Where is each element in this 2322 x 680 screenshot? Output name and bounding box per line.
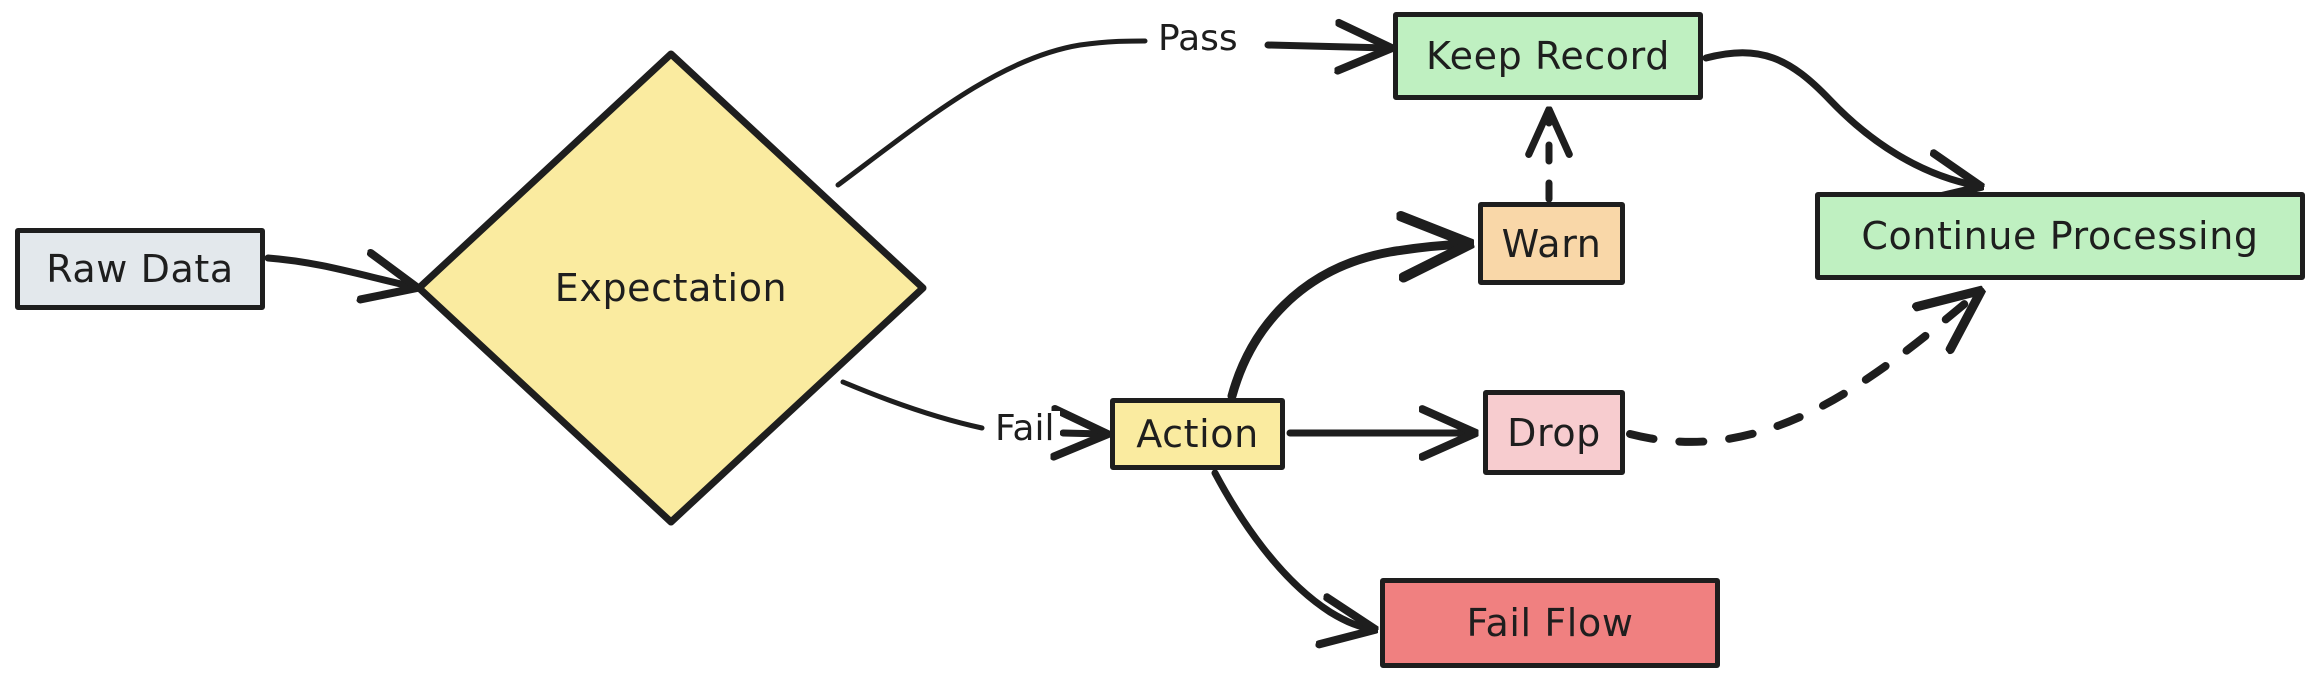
node-drop[interactable]: Drop [1483, 390, 1625, 475]
node-action-label: Action [1136, 412, 1259, 456]
diamond-shape-icon [415, 50, 927, 526]
node-warn[interactable]: Warn [1478, 202, 1625, 285]
edge-fail-to-action-segment [1063, 433, 1104, 434]
edge-raw-data-to-expectation [264, 258, 414, 287]
node-keep-record-label: Keep Record [1426, 34, 1670, 78]
node-expectation-label: Expectation [554, 266, 788, 310]
node-continue-processing[interactable]: Continue Processing [1815, 192, 2305, 280]
node-drop-label: Drop [1507, 410, 1601, 455]
node-warn-label: Warn [1501, 221, 1602, 266]
edge-action-to-fail-flow [1211, 469, 1372, 629]
node-raw-data-label: Raw Data [46, 247, 234, 291]
node-raw-data[interactable]: Raw Data [15, 228, 265, 310]
edge-action-to-warn [1227, 244, 1466, 401]
edge-pass-to-keep-record-segment [1264, 45, 1388, 48]
edge-label-fail: Fail [989, 411, 1061, 447]
edge-label-pass: Pass [1152, 21, 1244, 57]
node-continue-processing-label: Continue Processing [1861, 214, 2259, 258]
node-action[interactable]: Action [1110, 398, 1285, 470]
node-keep-record[interactable]: Keep Record [1393, 12, 1703, 100]
node-fail-flow-label: Fail Flow [1466, 601, 1634, 645]
node-fail-flow[interactable]: Fail Flow [1380, 578, 1720, 668]
node-expectation[interactable]: Expectation [415, 50, 927, 526]
edge-drop-to-continue-processing-dashed [1626, 293, 1978, 446]
edge-keep-record-to-continue-processing [1702, 49, 1978, 186]
